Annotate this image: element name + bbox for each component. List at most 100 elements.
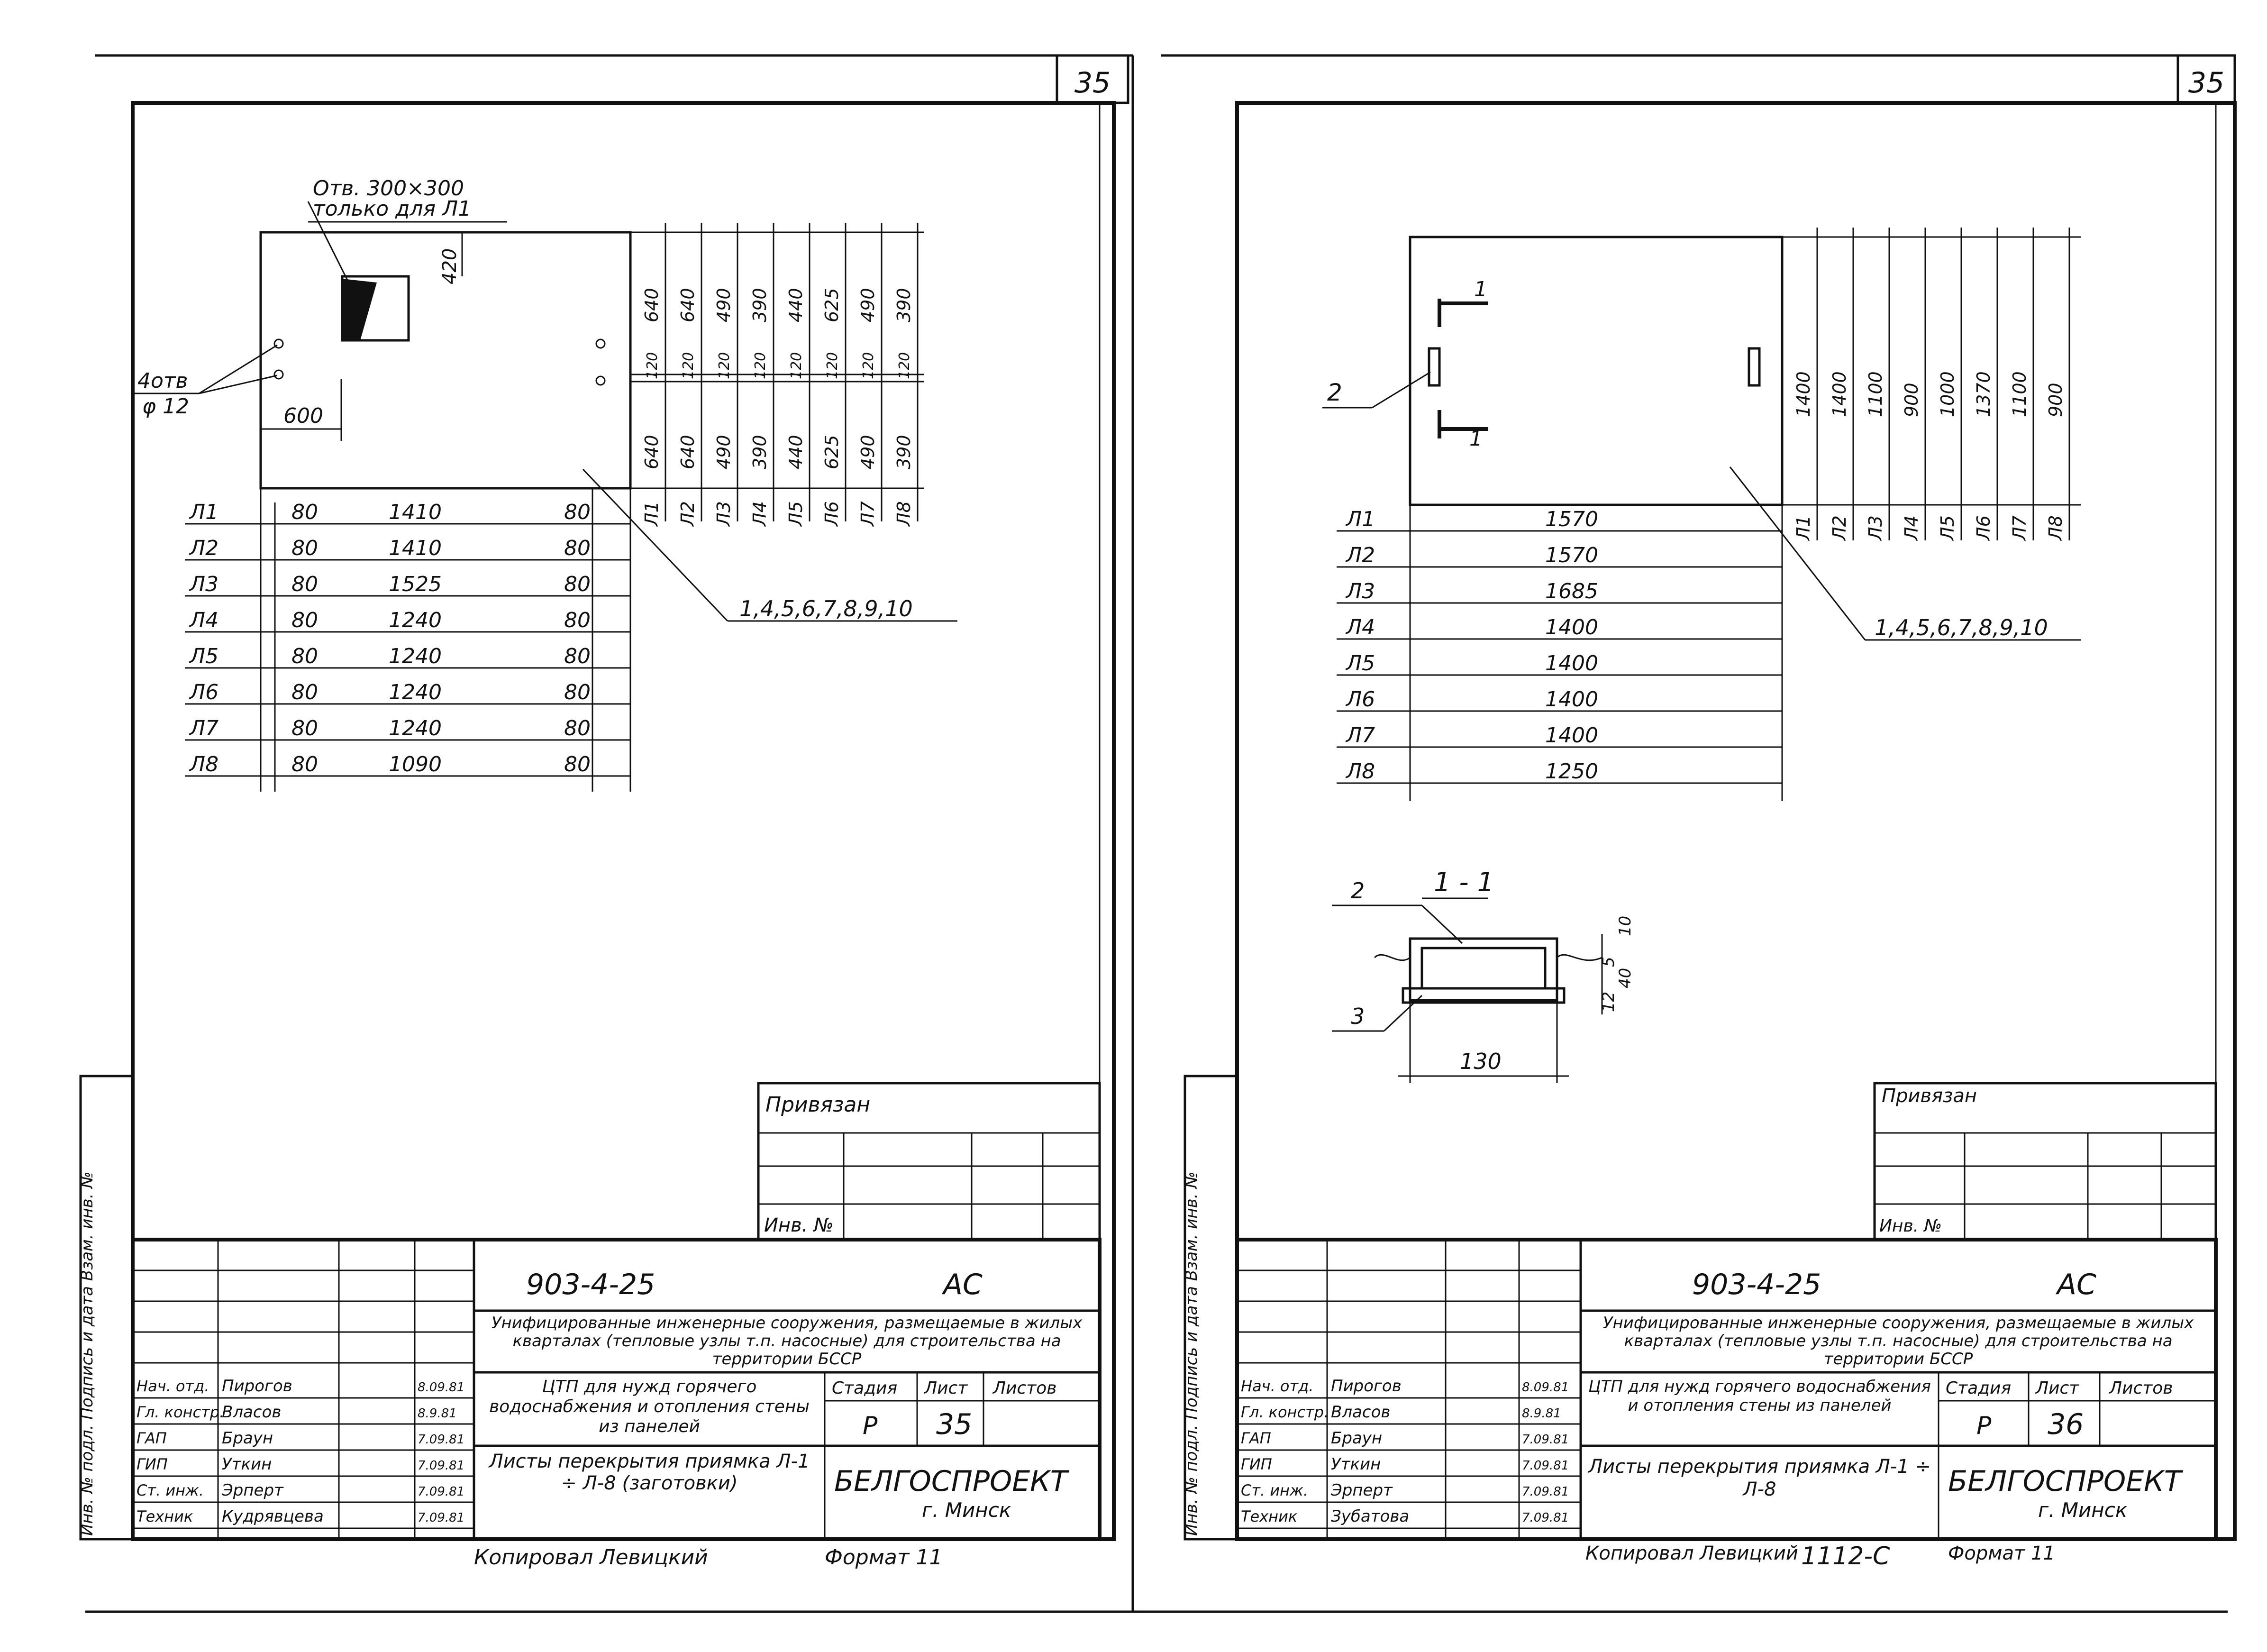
dim-bottom-value: 440 [785, 435, 806, 469]
format-label: Формат 11 [825, 1545, 943, 1570]
row-dim-a: 80 [291, 500, 318, 524]
sheet-number: 36 [2048, 1408, 2084, 1441]
dim-column-label: Л1 [641, 501, 662, 527]
row-dim-b: 1240 [389, 680, 442, 704]
hole-note-leader [307, 201, 352, 287]
row-label: Л2 [189, 536, 219, 560]
row-dim-a: 80 [291, 680, 318, 704]
document-code: 903-4-25 [526, 1268, 655, 1301]
dim-column-label: Л7 [857, 501, 878, 527]
stage-value: Р [1976, 1412, 1992, 1440]
copied-by: Копировал Левицкий [1585, 1542, 1798, 1564]
corner-number: 35 [2188, 66, 2224, 100]
dim-column-label: Л7 [2009, 515, 2030, 541]
dim-columns: 640120640Л1640120640Л2490120490Л33901203… [641, 223, 919, 527]
city: г. Минск [2038, 1498, 2128, 1522]
row-dim-c: 80 [564, 536, 591, 560]
row-dim-a: 80 [291, 608, 318, 632]
sheet-header: Лист [923, 1378, 968, 1398]
hole-note-line2: только для Л1 [313, 197, 471, 221]
binding-block: Привязан Инв. № [1873, 1082, 2217, 1241]
side-stamp: Инв. № подл. Подпись и дата Взам. инв. № [78, 1075, 134, 1541]
side-stamp-text: Инв. № подл. Подпись и дата Взам. инв. № [1182, 1171, 1201, 1536]
stamp-code: 1112-С [1801, 1542, 1890, 1570]
row-label: Л6 [189, 680, 219, 704]
sec-dim-5: 5 [1599, 957, 1618, 967]
dim-bottom-value: 390 [749, 435, 770, 469]
signer-name: Кудрявцева [222, 1507, 324, 1526]
dim-column-label: Л5 [1937, 515, 1958, 541]
signature-date: 7.09.81 [1522, 1485, 1569, 1499]
part-2-leader [1372, 371, 1431, 409]
row-dim-b: 1410 [389, 536, 442, 560]
sec-dim-40: 40 [1616, 968, 1635, 988]
section-mark-label-bottom: 1 [1469, 427, 1483, 451]
project-title-box: Унифицированные инженерные сооружения, р… [1602, 1314, 2194, 1369]
row-dim-b: 1400 [1545, 723, 1598, 748]
signer-name: Браун [1331, 1429, 1382, 1448]
break-line-left [1374, 954, 1411, 961]
row-dim-b: 1240 [389, 644, 442, 668]
signature-date: 8.9.81 [418, 1406, 457, 1421]
signer-name: Пирогов [222, 1377, 292, 1396]
row-label: Л6 [1345, 687, 1375, 712]
sec-dim-10: 10 [1616, 916, 1635, 936]
signer-role: Нач. отд. [1241, 1377, 1313, 1395]
dim-bottom-value: 640 [677, 435, 698, 469]
section-mark-label-top: 1 [1474, 277, 1487, 301]
row-dim-c: 80 [564, 752, 591, 776]
object-title-box: ЦТП для нужд горячего водоснабжения и от… [489, 1377, 810, 1436]
row-dim-b: 1570 [1545, 543, 1598, 567]
dim-top-value: 490 [713, 288, 734, 322]
signature-date: 7.09.81 [1522, 1511, 1569, 1525]
section-title: 1 - 1 [1434, 867, 1494, 898]
title-block-frame [1235, 1238, 2218, 1541]
holes-note-line2: φ 12 [142, 394, 189, 419]
vertical-dim-chains: 1400Л11400Л21100Л3900Л41000Л51370Л61100Л… [1782, 228, 2081, 541]
project-title: Унифицированные инженерные сооружения, р… [1602, 1314, 2194, 1369]
signer-name: Зубатова [1331, 1507, 1409, 1526]
dim-top-value: 640 [677, 288, 698, 322]
dim-top-value: 390 [893, 288, 914, 322]
row-label: Л5 [1345, 651, 1375, 675]
row-dim-c: 80 [564, 680, 591, 704]
row-dim-c: 80 [564, 608, 591, 632]
row-dim-b: 1685 [1545, 579, 1598, 603]
materials-note: 1,4,5,6,7,8,9,10 [1875, 615, 2048, 640]
opening-hatch [342, 279, 377, 340]
section-plate [1402, 987, 1566, 1004]
city: г. Минск [922, 1498, 1011, 1522]
signer-role: Ст. инж. [1241, 1481, 1308, 1499]
sheet-number: 35 [936, 1408, 972, 1441]
dim-mid-value: 120 [788, 352, 805, 379]
dim-value: 1400 [1829, 371, 1850, 417]
signature-date: 7.09.81 [418, 1511, 464, 1525]
format-label: Формат 11 [1948, 1542, 2055, 1564]
row-label: Л7 [1345, 723, 1375, 748]
project-title-box: Унифицированные инженерные сооружения, р… [492, 1314, 1082, 1368]
signer-name: Власов [222, 1403, 281, 1422]
row-label: Л1 [189, 500, 219, 524]
stage-value: Р [863, 1412, 878, 1440]
row-dim-b: 1400 [1545, 687, 1598, 712]
part-3-label: 3 [1351, 1004, 1365, 1029]
row-dim-b: 1240 [389, 608, 442, 632]
row-label: Л7 [189, 716, 219, 740]
title-block: 903-4-25 АС Унифицированные инженерные с… [131, 1238, 1102, 1541]
panel-outline [259, 231, 632, 490]
slot-left [1428, 347, 1441, 387]
part-2-label: 2 [1351, 878, 1365, 904]
object-title: ЦТП для нужд горячего водоснабжения и от… [1588, 1377, 1931, 1415]
signature-date: 7.09.81 [1522, 1459, 1569, 1473]
dim-value: 1400 [1793, 371, 1814, 417]
section-inner [1420, 947, 1547, 990]
bolt-hole [273, 338, 284, 349]
dim-column-label: Л6 [821, 501, 842, 527]
title-block: 903-4-25 АС Унифицированные инженерные с… [1235, 1238, 2218, 1541]
holes-leader-a [199, 344, 278, 394]
dim-mid-value: 120 [644, 352, 661, 379]
panel-outline [1409, 236, 1784, 506]
signature-date: 7.09.81 [418, 1433, 464, 1447]
